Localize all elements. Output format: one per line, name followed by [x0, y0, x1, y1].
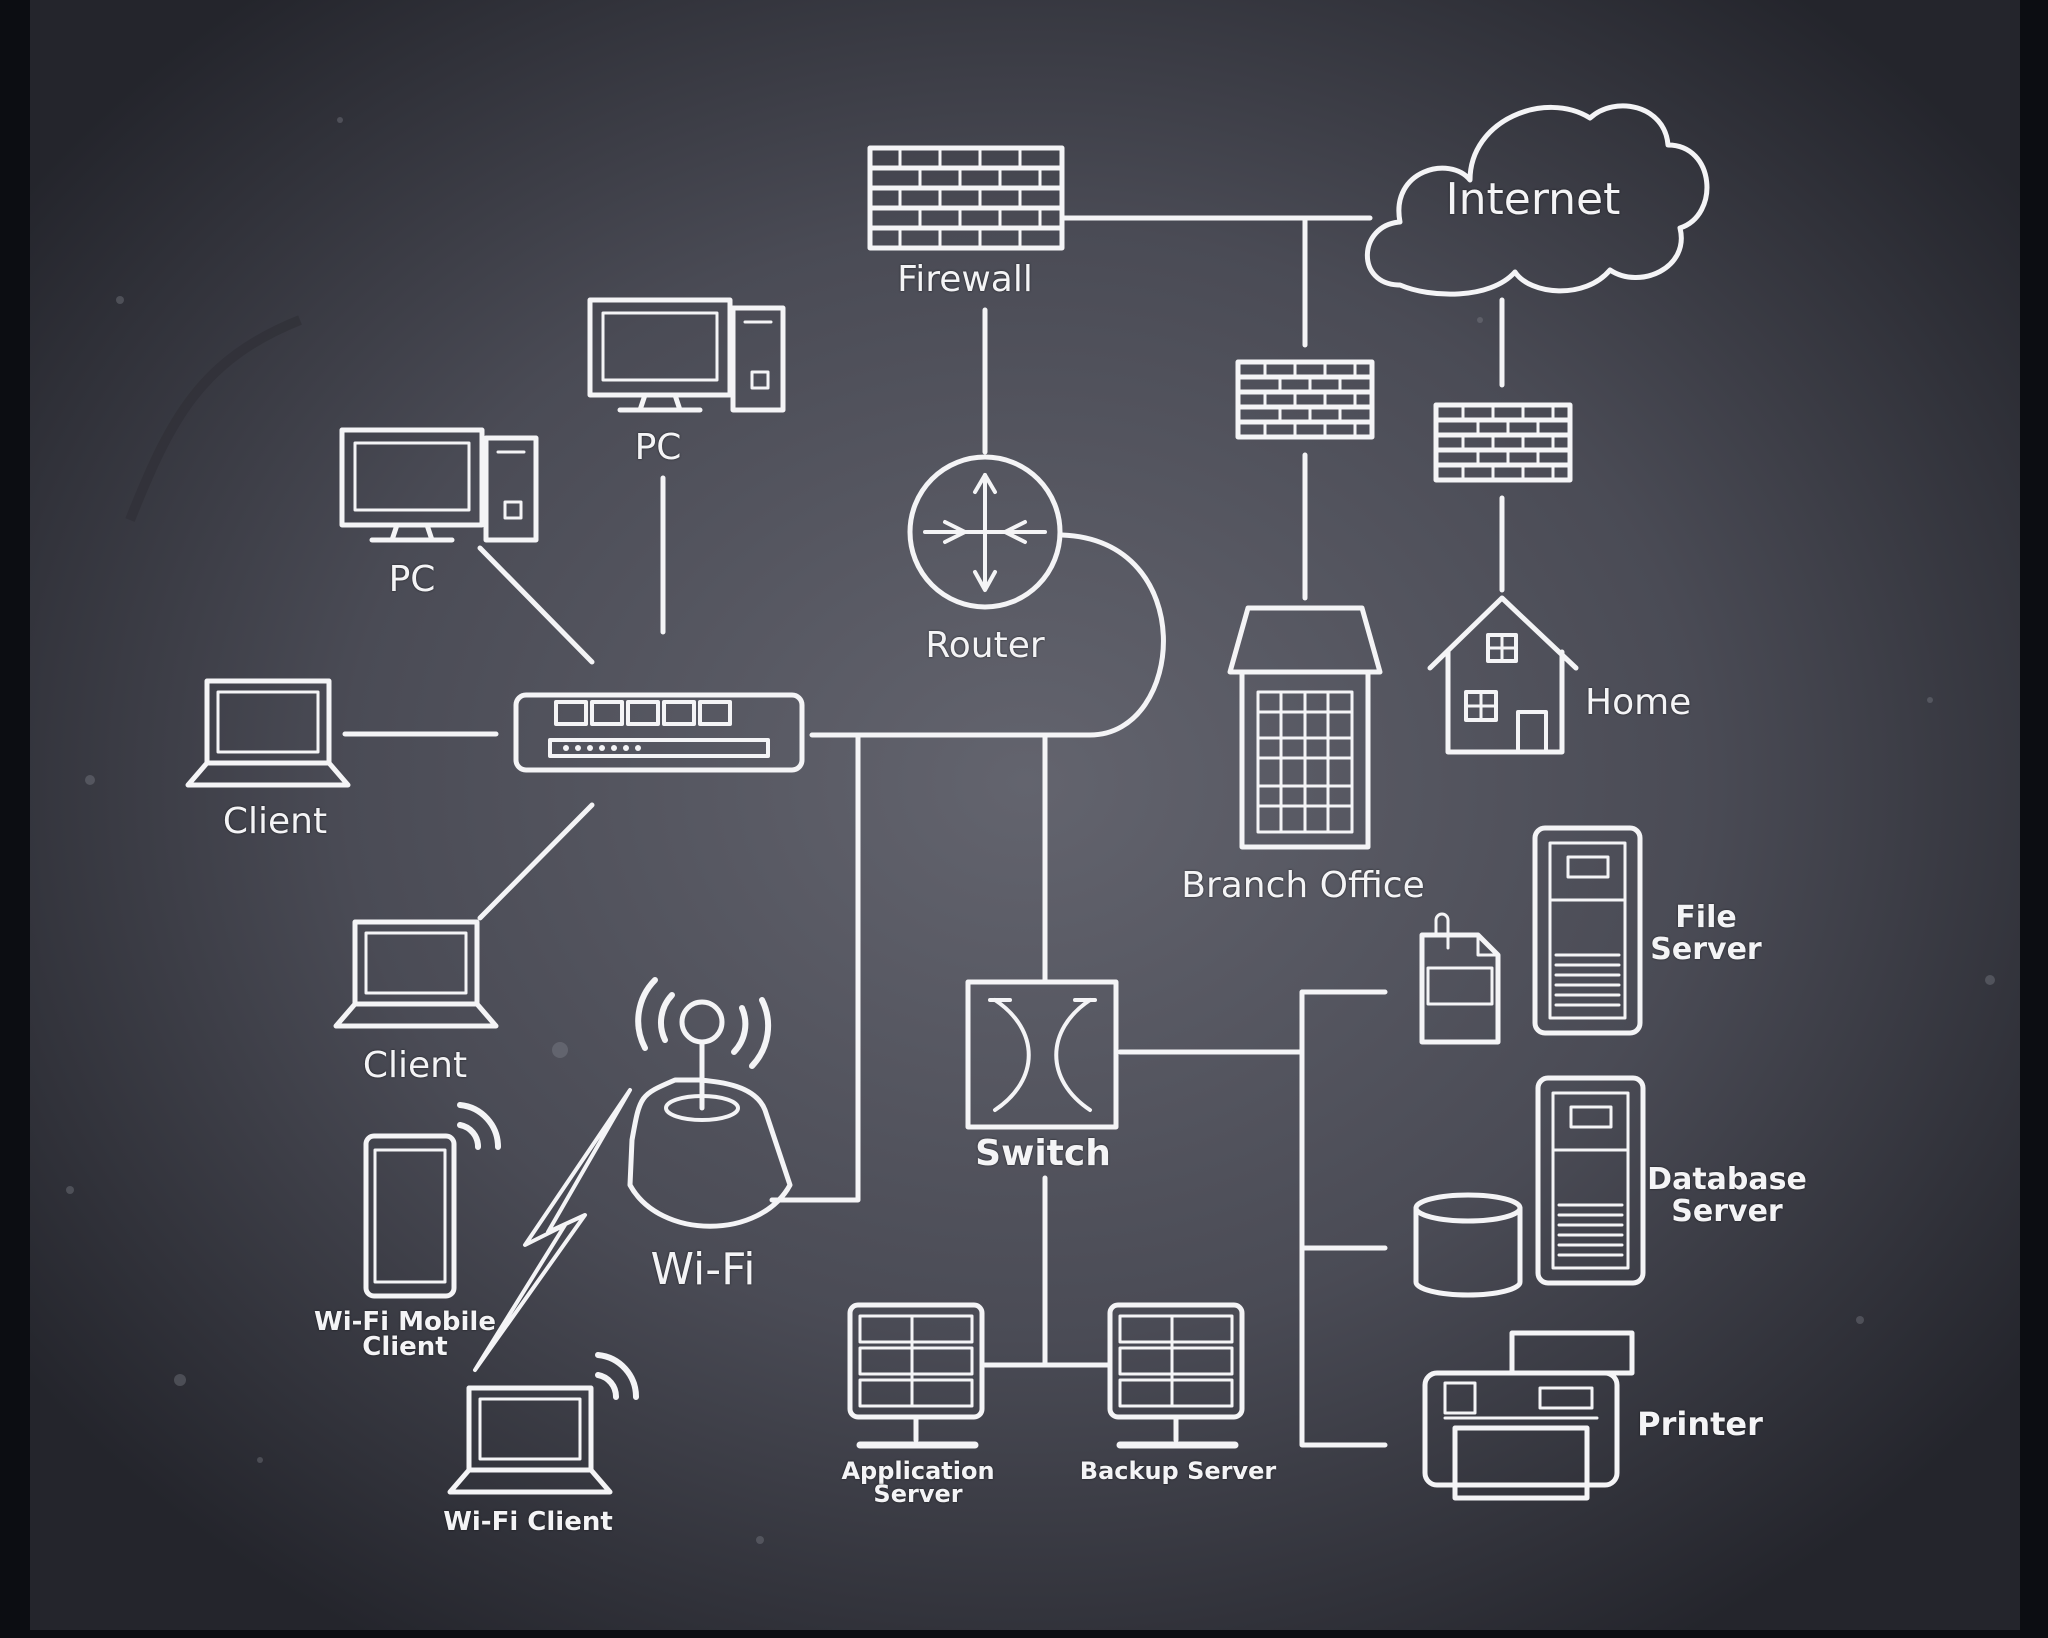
switch-icon: [965, 979, 1119, 1130]
link-pc-left-hub: [477, 545, 595, 665]
office-building-icon: [1227, 605, 1383, 850]
house-icon: [1427, 595, 1579, 755]
hub-icon: [513, 692, 805, 773]
database-server-icon: [1535, 1075, 1646, 1286]
connection-lines: [342, 215, 1505, 1448]
link-hub-wifi: [769, 732, 861, 1203]
laptop-icon: [333, 919, 499, 1029]
chalk-speckles: [66, 117, 1995, 1544]
firewall-icon: [1433, 402, 1573, 483]
printer-icon: [1422, 1330, 1635, 1501]
desktop-pc-icon: [339, 427, 539, 543]
server-rack-icon: [1107, 1302, 1245, 1449]
board-background: [30, 0, 2020, 1630]
mobile-phone-icon: [363, 1102, 502, 1299]
document-icon: [1419, 912, 1501, 1045]
laptop-icon: [185, 678, 351, 788]
desktop-pc-icon: [587, 297, 786, 413]
file-server-icon: [1532, 825, 1643, 1036]
chalk-crack: [125, 315, 302, 522]
firewall-icon: [867, 145, 1065, 251]
firewall-icon: [1235, 359, 1375, 440]
link-router-hub: [809, 532, 1166, 738]
link-client-bottom-hub: [477, 802, 595, 921]
router-icon: [907, 454, 1063, 610]
cloud-icon: [1364, 103, 1710, 297]
link-bus-file-server: [1299, 989, 1388, 1448]
server-rack-icon: [847, 1302, 985, 1449]
database-icon: [1413, 1192, 1523, 1298]
lightning-icon: [473, 1088, 632, 1372]
wifi-access-point-icon: [627, 977, 793, 1229]
laptop-icon: [447, 1352, 640, 1495]
